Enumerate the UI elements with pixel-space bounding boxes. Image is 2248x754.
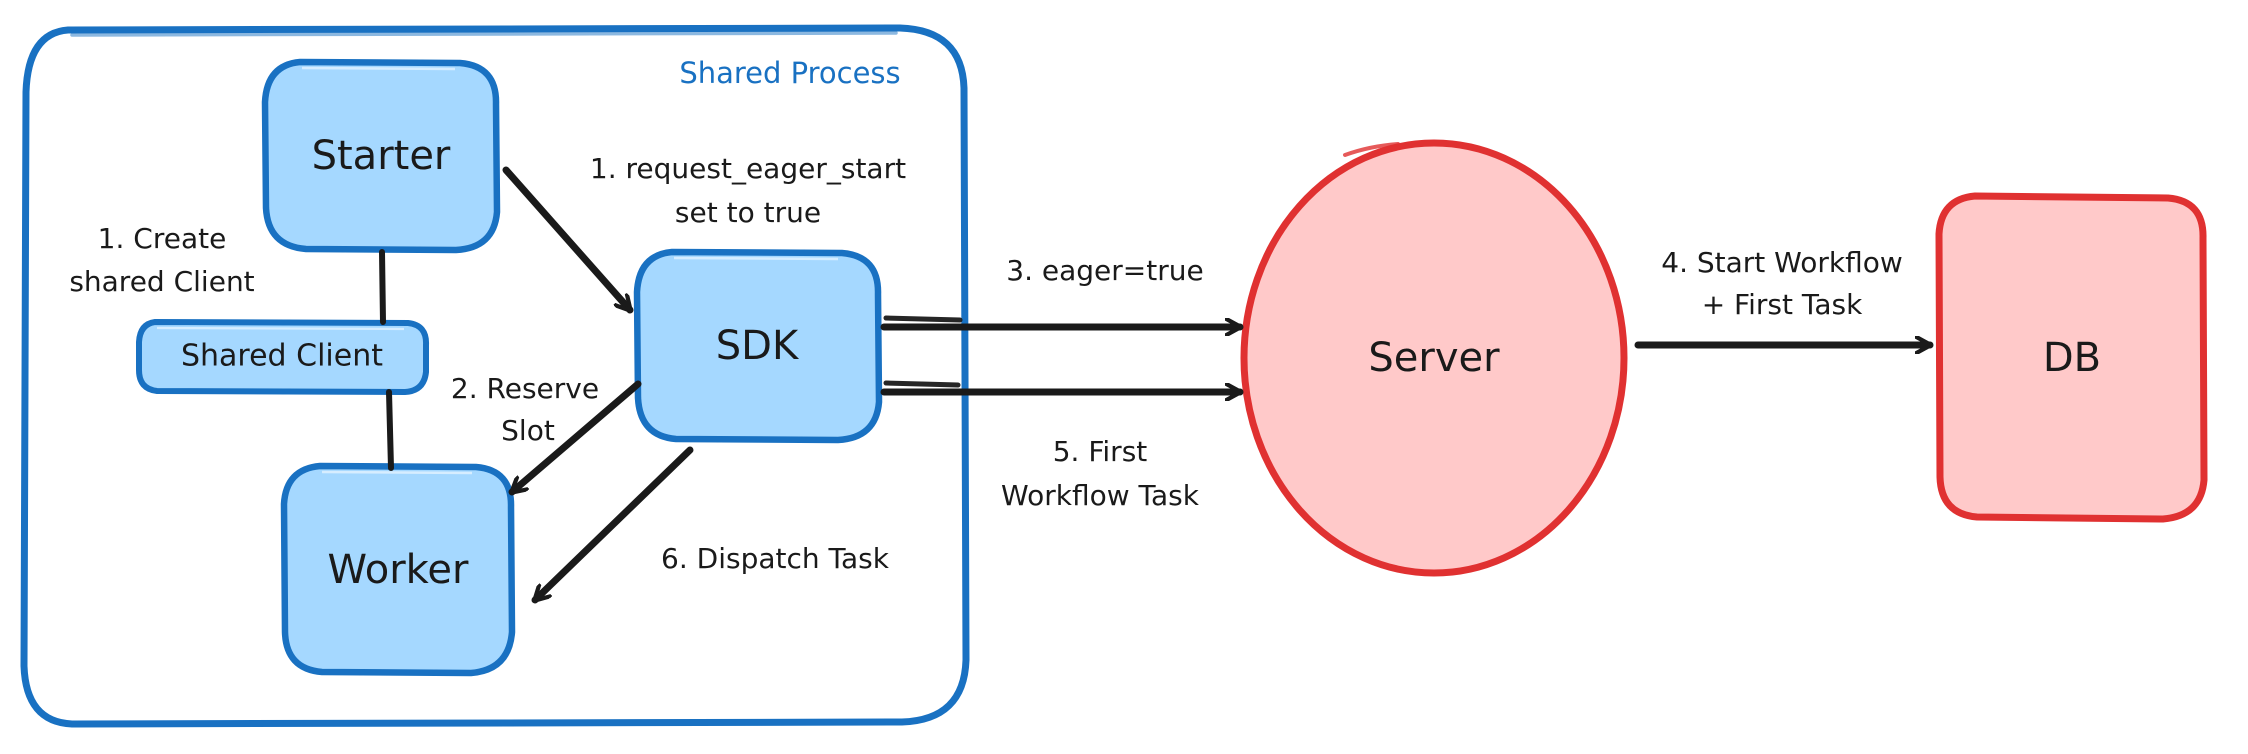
edge-label-line1: 5. First bbox=[1053, 435, 1148, 468]
starter-label: Starter bbox=[312, 133, 451, 179]
edge-server-to-sdk-first-task: 5. First Workflow Task bbox=[880, 380, 1244, 512]
edge-server-to-db: 4. Start Workflow + First Task bbox=[1634, 246, 1934, 345]
node-starter[interactable]: Starter bbox=[261, 58, 501, 254]
worker-box bbox=[280, 462, 516, 677]
edge-arrow bbox=[508, 380, 642, 496]
starter-box bbox=[261, 58, 501, 254]
server-ellipse bbox=[1240, 139, 1628, 577]
edge-label-line2: + First Task bbox=[1702, 288, 1863, 321]
edge-sdk-to-worker-reserve: 2. Reserve Slot bbox=[451, 372, 642, 496]
shared-process-group: Shared Process bbox=[20, 24, 970, 728]
node-shared-client[interactable]: Shared Client bbox=[136, 319, 430, 395]
edge-label-line1: 1. Create bbox=[98, 222, 227, 255]
shared-process-border-sketch bbox=[70, 31, 898, 37]
edge-label-line1: 3. eager=true bbox=[1006, 254, 1203, 287]
edge-label-line2: Slot bbox=[501, 414, 555, 447]
edge-sdk-to-worker-dispatch: 6. Dispatch Task bbox=[531, 446, 890, 604]
edge-label-line2: Workflow Task bbox=[1001, 479, 1200, 512]
sdk-box bbox=[633, 248, 883, 444]
shared-client-box bbox=[136, 319, 430, 395]
edge-label-line1: 6. Dispatch Task bbox=[661, 542, 890, 575]
shared-process-label: Shared Process bbox=[679, 56, 900, 90]
shared-client-box-highlight bbox=[156, 326, 405, 331]
edge-arrow bbox=[502, 166, 634, 314]
sdk-label: SDK bbox=[716, 323, 800, 369]
db-label: DB bbox=[2043, 335, 2101, 381]
edge-line bbox=[379, 249, 386, 325]
worker-box-highlight bbox=[321, 470, 473, 475]
edge-label-line1: 4. Start Workflow bbox=[1661, 246, 1903, 279]
edge-label-line1: 1. request_eager_start bbox=[590, 152, 906, 185]
edge-sdk-to-server-eager: 3. eager=true bbox=[880, 254, 1244, 327]
edge-arrow-sketch bbox=[883, 315, 963, 323]
server-ellipse-sketch bbox=[1343, 142, 1400, 157]
edge-starter-to-sdk: 1. request_eager_start set to true bbox=[502, 152, 906, 314]
node-db[interactable]: DB bbox=[1935, 192, 2208, 523]
node-server[interactable]: Server bbox=[1240, 139, 1628, 577]
edge-label-line2: set to true bbox=[675, 196, 821, 229]
edge-arrow-sketch bbox=[883, 380, 961, 388]
starter-box-highlight bbox=[301, 66, 456, 71]
edge-label-line2: shared Client bbox=[69, 265, 254, 298]
edge-line bbox=[386, 389, 394, 471]
edge-starter-to-shared-client: 1. Create shared Client bbox=[69, 222, 386, 325]
node-worker[interactable]: Worker bbox=[280, 462, 516, 677]
shared-client-label: Shared Client bbox=[181, 339, 383, 374]
edge-label-line1: 2. Reserve bbox=[451, 372, 599, 405]
sdk-box-highlight bbox=[673, 256, 839, 261]
edge-shared-client-to-worker bbox=[386, 389, 394, 471]
worker-label: Worker bbox=[328, 547, 469, 593]
node-sdk[interactable]: SDK bbox=[633, 248, 883, 444]
db-box bbox=[1935, 192, 2208, 523]
shared-process-border bbox=[20, 24, 970, 728]
server-label: Server bbox=[1368, 335, 1500, 381]
edge-arrow bbox=[531, 446, 694, 604]
